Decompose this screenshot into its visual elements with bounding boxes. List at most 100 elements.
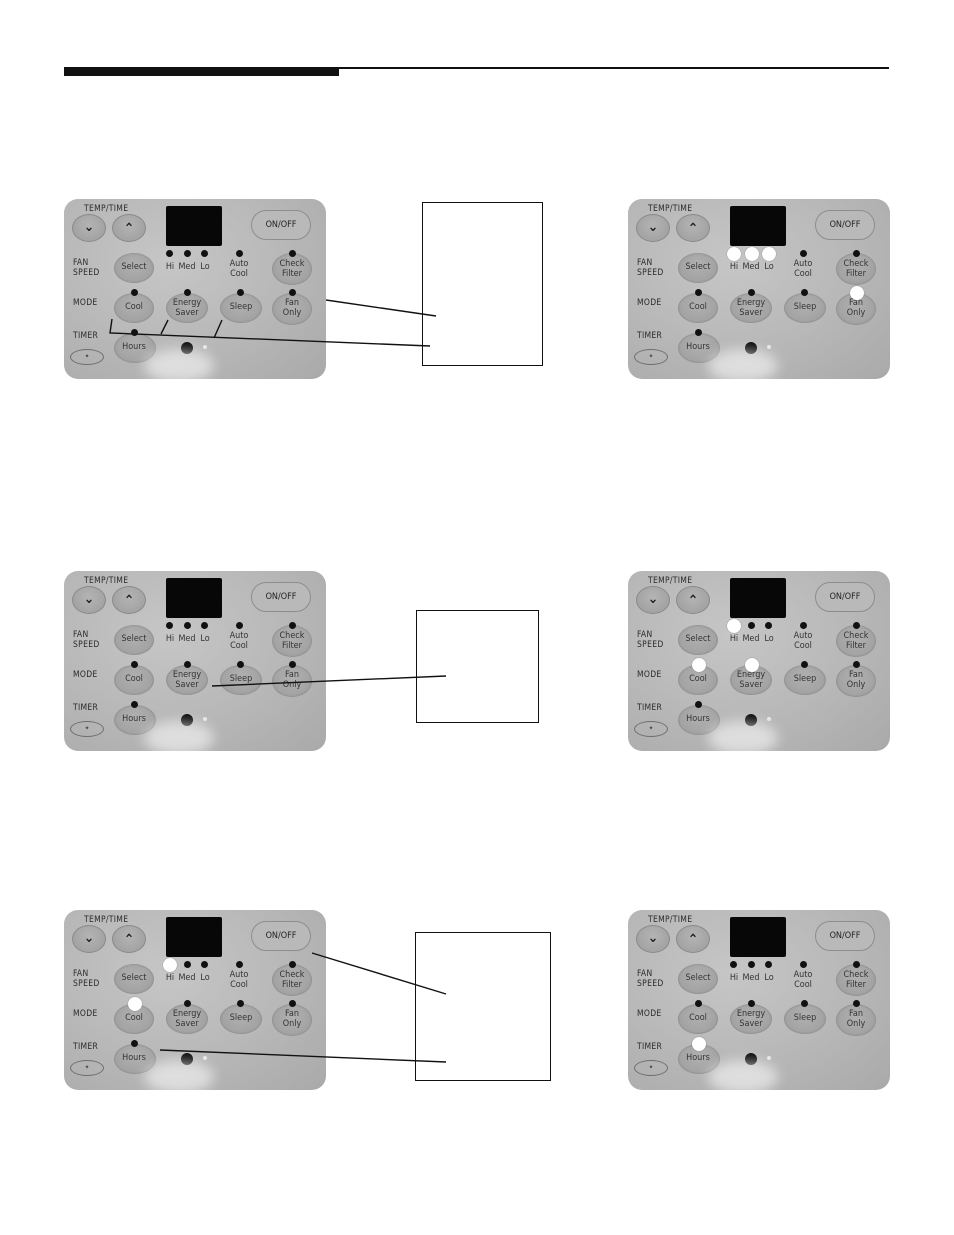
- check-filter-button[interactable]: [272, 625, 312, 657]
- hi-label: Hi: [729, 973, 739, 983]
- led-med: [748, 622, 755, 629]
- callout-box-3: [415, 932, 551, 1081]
- check-filter-button[interactable]: [836, 625, 876, 657]
- led-sleep: [237, 1000, 244, 1007]
- led-fan-only: [289, 661, 296, 668]
- led-cool: [695, 289, 702, 296]
- select-button[interactable]: [678, 253, 718, 283]
- fan-only-button[interactable]: [836, 665, 876, 697]
- sleep-button[interactable]: [220, 293, 262, 323]
- cool-button[interactable]: [114, 665, 154, 695]
- led-med: [748, 961, 755, 968]
- sleep-button[interactable]: [784, 665, 826, 695]
- on-off-label: ON/OFF: [265, 220, 297, 230]
- hi-label: Hi: [729, 262, 739, 272]
- temp-up-button[interactable]: ⌃: [676, 925, 710, 953]
- select-label: Select: [685, 973, 711, 983]
- header-rule-thick: [64, 67, 339, 76]
- hours-label: Hours: [122, 342, 146, 352]
- select-button[interactable]: [114, 253, 154, 283]
- check-filter-button[interactable]: [836, 253, 876, 285]
- temp-down-button[interactable]: ⌄: [636, 586, 670, 614]
- med-label: Med: [178, 262, 196, 272]
- timer-label: TIMER: [73, 703, 99, 713]
- led-hours: [691, 1036, 706, 1051]
- on-off-button[interactable]: ON/OFF: [251, 582, 311, 612]
- chevron-down-icon: ⌄: [83, 930, 95, 946]
- on-off-button[interactable]: ON/OFF: [251, 921, 311, 951]
- chevron-up-icon: ⌃: [123, 593, 135, 609]
- mode-label: MODE: [637, 670, 662, 680]
- select-button[interactable]: [114, 964, 154, 994]
- led-display: [730, 578, 786, 618]
- select-button[interactable]: [678, 964, 718, 994]
- temp-up-button[interactable]: ⌃: [112, 586, 146, 614]
- sleep-button[interactable]: [220, 1004, 262, 1034]
- hours-label: Hours: [122, 714, 146, 724]
- cool-button[interactable]: [114, 293, 154, 323]
- temp-down-button[interactable]: ⌄: [636, 214, 670, 242]
- hours-label: Hours: [686, 342, 710, 352]
- temp-down-button[interactable]: ⌄: [72, 214, 106, 242]
- med-label: Med: [178, 973, 196, 983]
- sleep-button[interactable]: [784, 1004, 826, 1034]
- sleep-label: Sleep: [793, 1013, 817, 1023]
- cool-button[interactable]: [678, 293, 718, 323]
- led-sleep: [237, 661, 244, 668]
- on-off-button[interactable]: ON/OFF: [815, 210, 875, 240]
- on-off-button[interactable]: ON/OFF: [815, 582, 875, 612]
- led-hours: [695, 329, 702, 336]
- energy-saver-button[interactable]: [730, 293, 772, 323]
- energy-saver-button[interactable]: [730, 1004, 772, 1034]
- temp-down-button[interactable]: ⌄: [636, 925, 670, 953]
- mode-label: MODE: [73, 1009, 98, 1019]
- mode-label: MODE: [73, 298, 98, 308]
- temp-up-button[interactable]: ⌃: [676, 214, 710, 242]
- sleep-label: Sleep: [229, 674, 253, 684]
- energy-saver-button[interactable]: [166, 1004, 208, 1034]
- sleep-button[interactable]: [784, 293, 826, 323]
- glare-highlight: [708, 721, 778, 751]
- select-button[interactable]: [678, 625, 718, 655]
- panel-2-right: TEMP/TIME ⌄ ⌃ ON/OFF FAN SPEED Select Hi…: [628, 571, 890, 751]
- fan-speed-label: FAN SPEED: [73, 630, 100, 650]
- energy-star-logo: ✦: [70, 721, 104, 737]
- led-auto-cool: [236, 250, 243, 257]
- fan-only-button[interactable]: [272, 1004, 312, 1036]
- fan-only-button[interactable]: [836, 1004, 876, 1036]
- select-button[interactable]: [114, 625, 154, 655]
- temp-up-button[interactable]: ⌃: [676, 586, 710, 614]
- energy-saver-button[interactable]: [166, 665, 208, 695]
- temp-down-button[interactable]: ⌄: [72, 925, 106, 953]
- check-filter-button[interactable]: [272, 253, 312, 285]
- check-filter-button[interactable]: [272, 964, 312, 996]
- led-hours: [695, 701, 702, 708]
- timer-label: TIMER: [637, 331, 663, 341]
- temp-down-button[interactable]: ⌄: [72, 586, 106, 614]
- energy-saver-button[interactable]: [166, 293, 208, 323]
- led-hi: [730, 961, 737, 968]
- callout-box-2: [416, 610, 539, 723]
- chevron-up-icon: ⌃: [687, 593, 699, 609]
- cool-button[interactable]: [678, 1004, 718, 1034]
- on-off-button[interactable]: ON/OFF: [815, 921, 875, 951]
- check-filter-button[interactable]: [836, 964, 876, 996]
- led-lo: [201, 961, 208, 968]
- sleep-label: Sleep: [229, 1013, 253, 1023]
- sleep-label: Sleep: [229, 302, 253, 312]
- hours-label: Hours: [686, 1053, 710, 1063]
- cool-label: Cool: [125, 674, 143, 684]
- on-off-label: ON/OFF: [265, 592, 297, 602]
- led-med: [184, 622, 191, 629]
- on-off-button[interactable]: ON/OFF: [251, 210, 311, 240]
- mode-label: MODE: [637, 1009, 662, 1019]
- temp-up-button[interactable]: ⌃: [112, 214, 146, 242]
- temp-up-button[interactable]: ⌃: [112, 925, 146, 953]
- led-fan-only: [289, 289, 296, 296]
